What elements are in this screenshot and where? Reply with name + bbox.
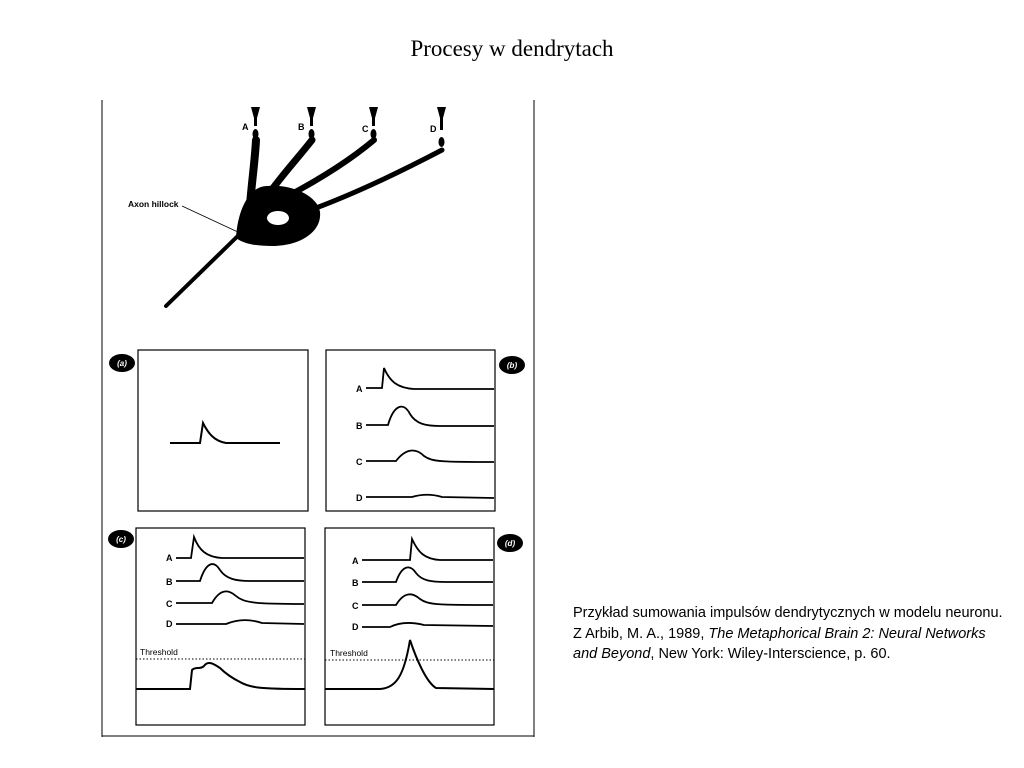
dendrite-d [302,147,445,215]
panel-d-frame [324,527,495,726]
slide-title: Procesy w dendrytach [410,36,614,61]
panel-c-threshold-label: Threshold [140,647,178,657]
axon-hillock-pointer [181,205,241,234]
panel-c-trace-c [176,590,305,605]
panel-c-trace-a [176,533,304,559]
neuron-drawing: A B C D Axon hillock [128,107,446,308]
panel-d-trace-label-c: C [352,601,359,611]
dendrite-label-b: B [298,122,305,132]
panel-d-label: (d) [505,539,516,548]
panel-a-label: (a) [117,359,127,368]
panel-d-trace-label-b: B [352,578,359,588]
nucleus [267,211,289,225]
axon-hillock-label: Axon hillock [128,199,179,209]
panel-d-trace-c [362,593,494,606]
caption-book-title: The Metaphorical Brain 2: Neural Network… [573,625,986,663]
axon [164,226,248,308]
panel-d-sum-trace [325,639,495,690]
panel-b-trace-label-c: C [356,457,363,467]
panel-a-frame [137,349,309,512]
dendrite-a [246,136,260,209]
panel-d: (d) A B C D Threshold [324,527,523,726]
panel-c-trace-label-c: C [166,599,173,609]
panel-d-trace-label-a: A [352,556,359,566]
electrode-d [437,107,446,147]
panel-d-trace-label-d: D [352,622,359,632]
panel-c-badge [108,530,134,548]
panel-c-trace-label-b: B [166,577,173,587]
dendrite-label-c: C [362,124,369,134]
panel-c-trace-label-a: A [166,553,173,563]
panel-d-threshold-label: Threshold [330,648,368,658]
panel-b-trace-b [366,405,494,427]
figure-caption: Przykład sumowania impulsów dendrytyczny… [573,603,1013,665]
panel-b-badge [499,356,525,374]
panel-d-trace-a [362,535,493,561]
dendrite-label-a: A [242,122,249,132]
caption-text-before: Przykład sumowania impulsów dendrytyczny… [573,605,1003,642]
panel-c-trace-d [176,619,305,625]
panel-c-trace-b [176,563,304,582]
electrode-a [251,107,260,139]
panel-a-badge [109,354,135,372]
panel-b-trace-label-b: B [356,421,363,431]
panel-c-trace-label-d: D [166,619,173,629]
dendrite-c [285,137,377,199]
panel-d-trace-d [362,622,494,628]
panel-c-sum-trace [136,661,306,690]
panel-c-label: (c) [116,535,126,544]
dendrite-label-d: D [430,124,437,134]
panel-b-trace-c [366,449,495,463]
panel-c: (c) A B C D Threshold [108,527,306,726]
panel-b-trace-d [366,493,495,499]
panel-b-label: (b) [507,361,518,370]
electrode-c [369,107,378,139]
caption-text-after: , New York: Wiley-Interscience, p. 60. [650,646,891,662]
electrode-b [307,107,316,139]
panel-a: (a) [109,349,309,512]
panel-c-frame [135,527,306,726]
panel-d-trace-b [362,566,493,583]
panel-b: (b) A B C D [325,349,525,512]
panel-b-trace-label-a: A [356,384,363,394]
dendrite-b [264,136,316,199]
panel-a-trace [170,419,280,444]
panel-d-badge [497,534,523,552]
panel-b-trace-label-d: D [356,493,363,503]
panel-b-trace-a [366,367,494,390]
panel-b-frame [325,349,496,512]
